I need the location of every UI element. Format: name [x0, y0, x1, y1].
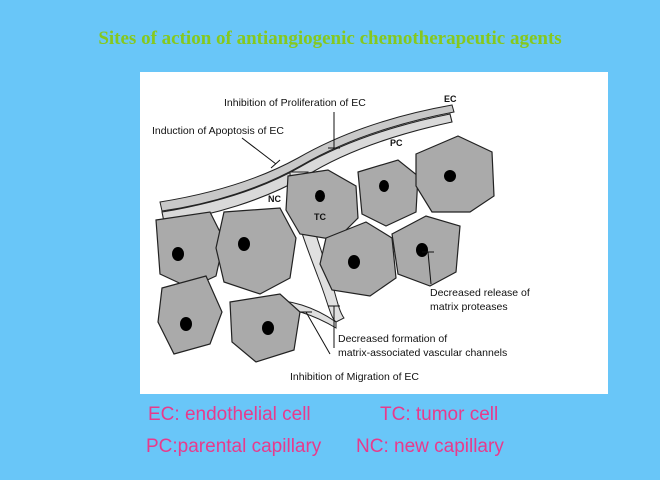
annotation-release-2: matrix proteases [430, 301, 508, 313]
endothelial-layer [159, 104, 455, 212]
legend-pc: PC:parental capillary [146, 436, 322, 457]
angiogenesis-diagram: Inhibition of Proliferation of EC Induct… [140, 72, 608, 394]
annotation-proliferation: Inhibition of Proliferation of EC [224, 97, 366, 109]
annotation-release-1: Decreased release of [430, 287, 530, 299]
tag-tc: TC [314, 212, 326, 222]
tag-nc: NC [268, 194, 281, 204]
tag-ec: EC [444, 94, 457, 104]
annotation-migration: Inhibition of Migration of EC [290, 371, 419, 383]
slide-title: Sites of action of antiangiogenic chemot… [98, 28, 562, 49]
tumor-cell [391, 215, 461, 287]
tumor-cell [157, 275, 223, 355]
tumor-cell [155, 211, 225, 289]
tumor-cell [229, 293, 301, 363]
tumor-cell [357, 159, 419, 227]
tag-pc: PC [390, 138, 403, 148]
tumor-cell [319, 221, 397, 297]
annotation-apoptosis: Induction of Apoptosis of EC [152, 125, 284, 137]
tumor-cell [415, 135, 495, 213]
legend-ec: EC: endothelial cell [148, 404, 311, 425]
annotation-channels-2: matrix-associated vascular channels [338, 347, 507, 359]
tumor-cell [215, 207, 297, 295]
annotation-channels-1: Decreased formation of [338, 333, 447, 345]
legend-nc: NC: new capillary [356, 436, 504, 457]
legend-tc: TC: tumor cell [380, 404, 499, 425]
leader-lines [241, 112, 434, 355]
